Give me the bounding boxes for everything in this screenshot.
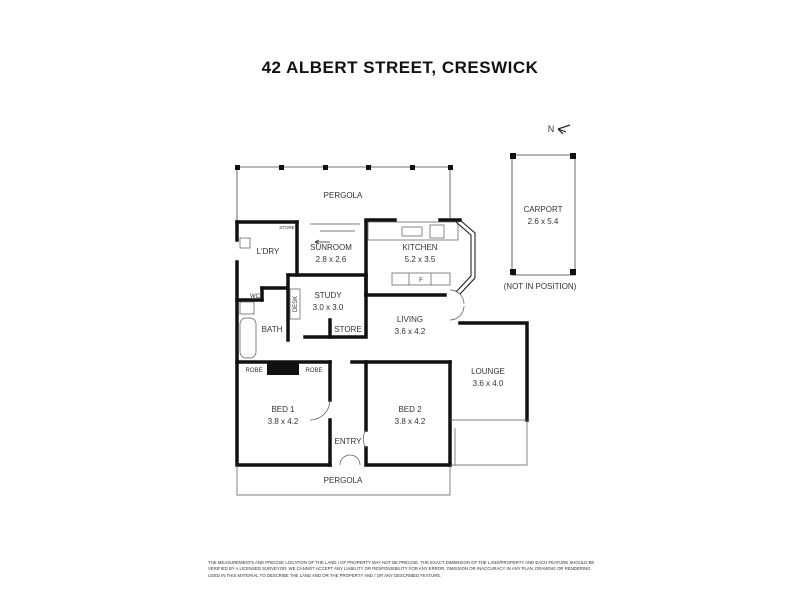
room-label-carport: CARPORT [524,205,563,214]
room-size-kitchen: 5.2 x 3.5 [405,255,436,264]
disclaimer-text: The measurements and precise location of… [208,560,595,578]
sliding-door-arrow-icon [314,239,330,245]
room-size-bed1: 3.8 x 4.2 [268,417,299,426]
north-label: N [548,124,555,134]
room-label-sunroom: SUNROOM [310,243,352,252]
pergola-posts [235,165,453,170]
room-label-bed1: BED 1 [271,405,295,414]
room-label-living: LIVING [397,315,423,324]
room-label-laundry: L'DRY [257,247,280,256]
room-size-bed2: 3.8 x 4.2 [395,417,426,426]
room-size-carport: 2.6 x 5.4 [528,217,559,226]
room-label-robe-right: ROBE [305,368,322,374]
room-size-sunroom: 2.8 x 2.6 [316,255,347,264]
room-size-living: 3.6 x 4.2 [395,327,426,336]
room-label-store: STORE [334,325,361,334]
property-title: 42 ALBERT STREET, CRESWICK [261,58,539,77]
room-label-bed2: BED 2 [398,405,422,414]
room-label-lounge: LOUNGE [471,367,505,376]
kitchen-bay-window [455,219,476,295]
carport-outline [511,154,576,276]
room-label-kitchen: KITCHEN [402,243,437,252]
room-label-robe-left: ROBE [245,368,262,374]
room-label-study: STUDY [314,291,342,300]
room-label-pergola-bottom: PERGOLA [324,476,363,485]
room-size-study: 3.0 x 3.0 [313,303,344,312]
room-label-pergola-top: PERGOLA [324,191,363,200]
room-size-lounge: 3.6 x 4.0 [473,379,504,388]
north-arrow-icon [557,124,571,135]
fridge-label: F [419,278,423,284]
walls [235,218,529,467]
room-label-wc: WC [250,294,261,300]
room-label-laundry-store: STORE [279,225,294,230]
pergola-top-outline [236,166,451,220]
room-label-entry: ENTRY [335,437,363,446]
room-label-bath: BATH [262,325,283,334]
desk-label: DESK [293,296,299,312]
chimney [267,363,299,375]
carport-note: (NOT IN POSITION) [504,282,577,291]
